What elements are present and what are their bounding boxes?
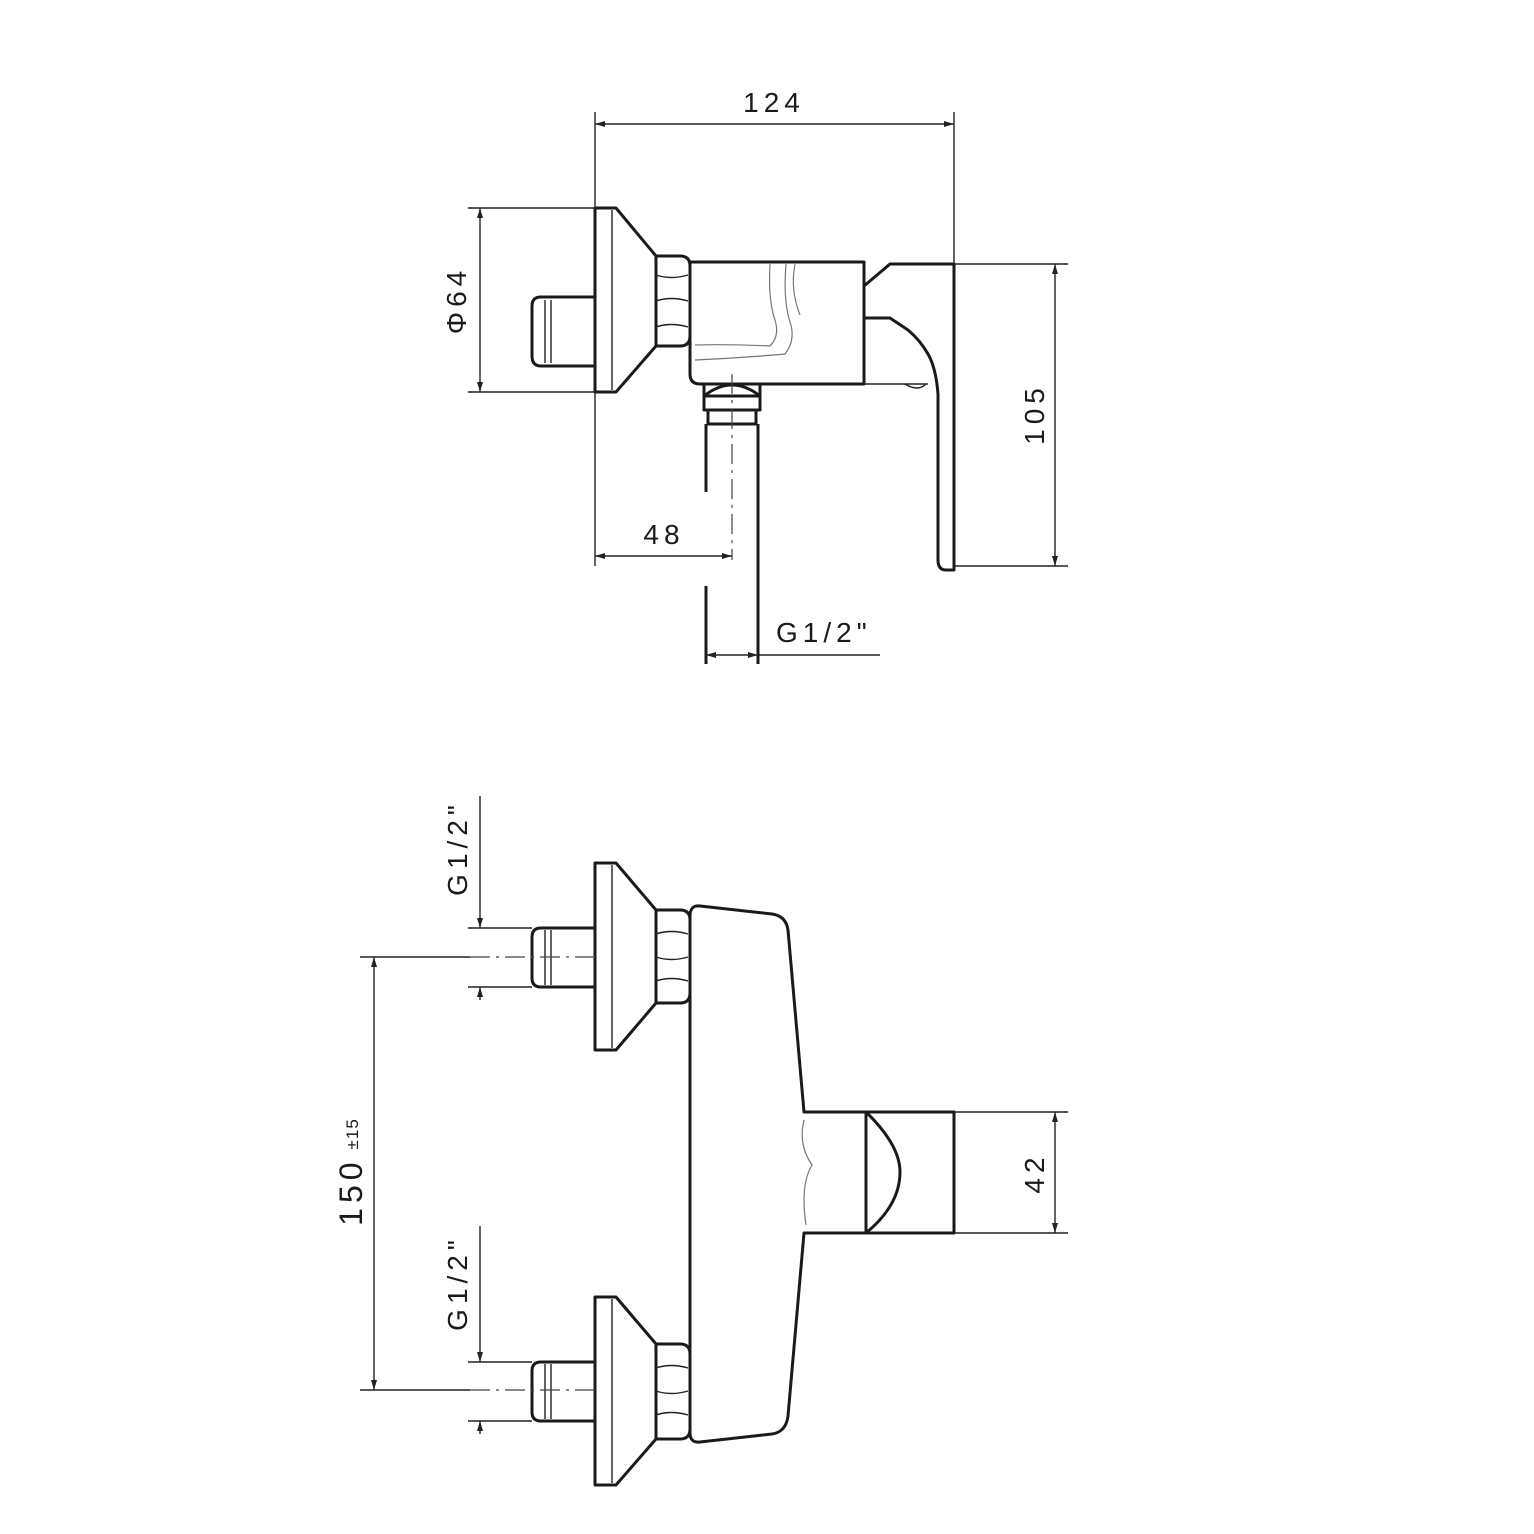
- dim-overall-width: 124: [594, 87, 955, 264]
- front-top-inlet: [470, 861, 692, 1052]
- dim-outlet-offset: 48: [594, 392, 732, 566]
- front-mixer-body: [688, 904, 868, 1444]
- side-inlet-stub: [530, 295, 595, 368]
- dim-inlet-spacing: 150 ±15: [333, 956, 470, 1391]
- dim-label-105: 105: [1019, 383, 1050, 445]
- dim-label-top-g12: G1/2": [442, 800, 473, 896]
- side-flange: [593, 206, 658, 394]
- dim-label-bottom-g12: G1/2": [442, 1235, 473, 1331]
- front-view: G1/2" G1/2" 150 ±15: [333, 796, 1068, 1487]
- dim-label-42: 42: [1019, 1152, 1050, 1193]
- side-view: 124 Φ64 105 48 G1/2": [441, 87, 1068, 664]
- front-bottom-inlet: [470, 1295, 692, 1487]
- side-mixer-body: [688, 260, 866, 386]
- dim-label-48: 48: [643, 519, 684, 550]
- front-lever-handle: [866, 1110, 956, 1235]
- dim-label-124: 124: [743, 87, 805, 118]
- side-lever-handle: [863, 262, 956, 572]
- dim-flange-diameter: Φ64: [441, 207, 595, 393]
- dim-height: 105: [954, 263, 1068, 567]
- side-hex-nut: [654, 254, 692, 348]
- svg-text:150 ±15: 150 ±15: [333, 1118, 369, 1226]
- dim-handle-width: 42: [954, 1111, 1068, 1234]
- dim-bottom-inlet-thread: G1/2": [442, 1226, 532, 1434]
- dim-outlet-thread: G1/2": [706, 617, 880, 658]
- dim-label-diameter-64: Φ64: [441, 266, 472, 334]
- dim-label-150: 150: [333, 1157, 369, 1225]
- dim-label-outlet-g12: G1/2": [776, 617, 872, 648]
- dim-top-inlet-thread: G1/2": [442, 796, 532, 1000]
- dim-label-tolerance: ±15: [343, 1118, 362, 1149]
